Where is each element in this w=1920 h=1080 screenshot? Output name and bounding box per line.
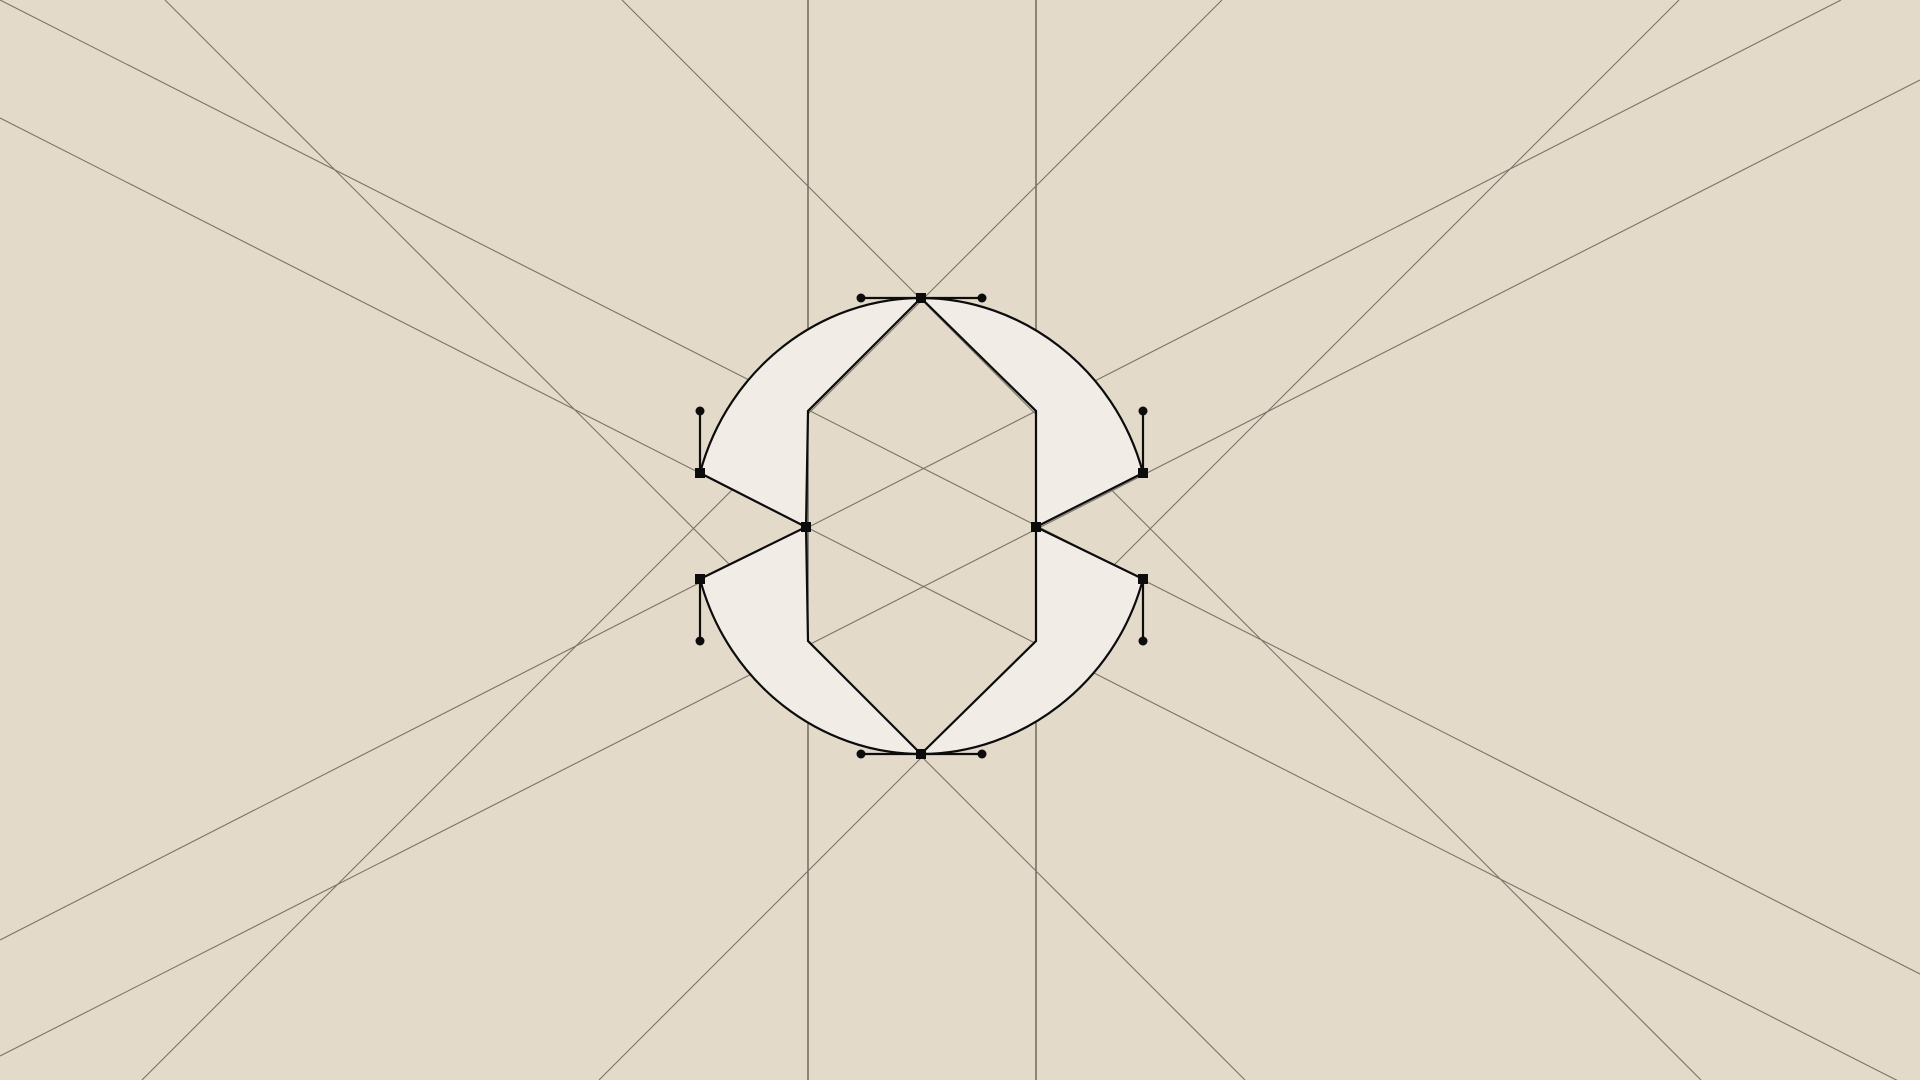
- round-handle-icon[interactable]: [1138, 406, 1148, 416]
- round-handle-icon[interactable]: [1138, 636, 1148, 646]
- fill-top-left: [700, 298, 921, 527]
- handle-lines: [698, 296, 1145, 756]
- fill-bottom-right: [921, 527, 1143, 754]
- round-handle-icon[interactable]: [695, 406, 705, 416]
- curve-arcs: [698, 296, 1145, 756]
- arc-bottom-left: [698, 578, 922, 756]
- guide-diagonal-1: [621, 0, 1702, 1080]
- guide-shallow-4: [0, 79, 1920, 1057]
- square-anchor-icon[interactable]: [695, 468, 705, 478]
- guide-shallow-1: [0, 0, 1920, 975]
- fill-top-right: [921, 298, 1143, 527]
- anchor-points[interactable]: [695, 293, 1148, 759]
- square-anchor-icon[interactable]: [916, 293, 926, 303]
- guide-diagonal-4: [598, 0, 1680, 1080]
- round-handle-icon[interactable]: [856, 749, 866, 759]
- square-anchor-icon[interactable]: [1031, 522, 1041, 532]
- filled-regions: [700, 298, 1143, 754]
- square-anchor-icon[interactable]: [1138, 468, 1148, 478]
- guide-diagonal-2: [164, 0, 1246, 1080]
- guide-diagonal-3: [141, 0, 1223, 1080]
- round-handle-icon[interactable]: [856, 293, 866, 303]
- square-anchor-icon[interactable]: [801, 522, 811, 532]
- round-handle-icon[interactable]: [977, 749, 987, 759]
- round-handle-icon[interactable]: [695, 636, 705, 646]
- arc-top-right: [920, 296, 1145, 474]
- square-anchor-icon[interactable]: [695, 574, 705, 584]
- square-anchor-icon[interactable]: [916, 749, 926, 759]
- fill-bottom-left: [700, 527, 921, 754]
- arc-top-left: [698, 296, 922, 474]
- arc-bottom-right: [920, 578, 1145, 756]
- round-handle-icon[interactable]: [977, 293, 987, 303]
- guide-shallow-2: [0, 117, 1898, 1080]
- guide-shallow-3: [0, 0, 1842, 941]
- control-handles[interactable]: [695, 293, 1148, 759]
- square-anchor-icon[interactable]: [1138, 574, 1148, 584]
